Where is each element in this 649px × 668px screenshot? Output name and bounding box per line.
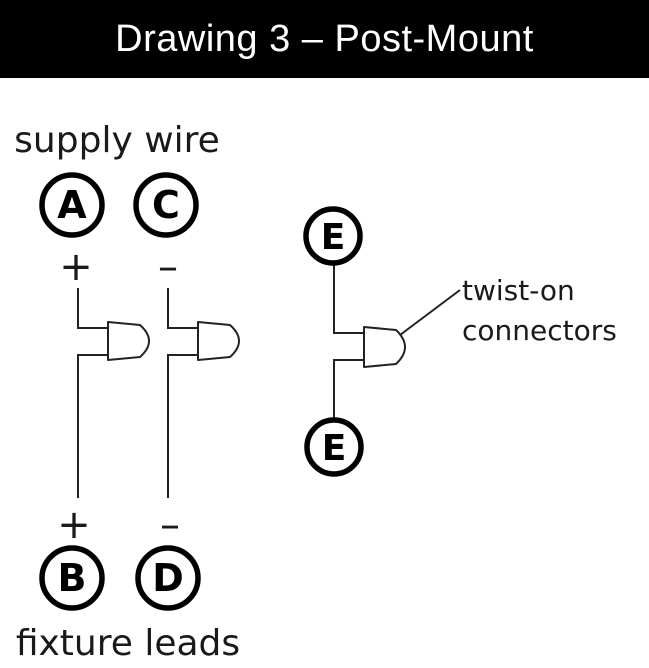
drawing-title: Drawing 3 – Post-Mount <box>115 17 534 60</box>
drawing-title-bar: Drawing 3 – Post-Mount <box>0 0 649 78</box>
wire-c <box>167 288 202 329</box>
terminal-e-top-letter: E <box>321 217 346 258</box>
terminal-c-letter: C <box>152 183 180 227</box>
terminal-d-circle <box>135 545 201 611</box>
wire-a <box>77 288 112 329</box>
plus-sign-top: + <box>59 244 93 290</box>
wire-d <box>167 354 202 498</box>
wire-b <box>77 354 112 498</box>
terminal-a-circle <box>39 172 105 238</box>
twist-connector-middle <box>197 321 240 361</box>
minus-sign-bottom: – <box>160 502 180 548</box>
connector-leader-line <box>399 289 461 336</box>
fixture-leads-label: fixture leads <box>16 623 240 664</box>
terminal-b-circle <box>39 545 105 611</box>
plus-sign-bottom: + <box>57 502 91 548</box>
terminal-a-letter: A <box>57 183 87 227</box>
wire-e-bottom <box>333 359 368 418</box>
terminal-d-letter: D <box>152 556 184 600</box>
terminal-e-top-circle <box>303 206 363 266</box>
twist-connector-right <box>363 326 406 368</box>
supply-wire-label: supply wire <box>14 120 220 161</box>
terminal-e-bottom-circle <box>304 417 364 477</box>
twist-connector-left <box>107 321 150 361</box>
terminal-e-bottom-letter: E <box>322 428 347 469</box>
twist-on-label-line1: twist-on <box>462 274 575 307</box>
twist-on-label-line2: connectors <box>462 314 617 347</box>
terminal-c-circle <box>133 172 199 238</box>
minus-sign-top: – <box>158 244 178 290</box>
terminal-b-letter: B <box>58 556 87 600</box>
wire-e-top <box>333 262 368 334</box>
